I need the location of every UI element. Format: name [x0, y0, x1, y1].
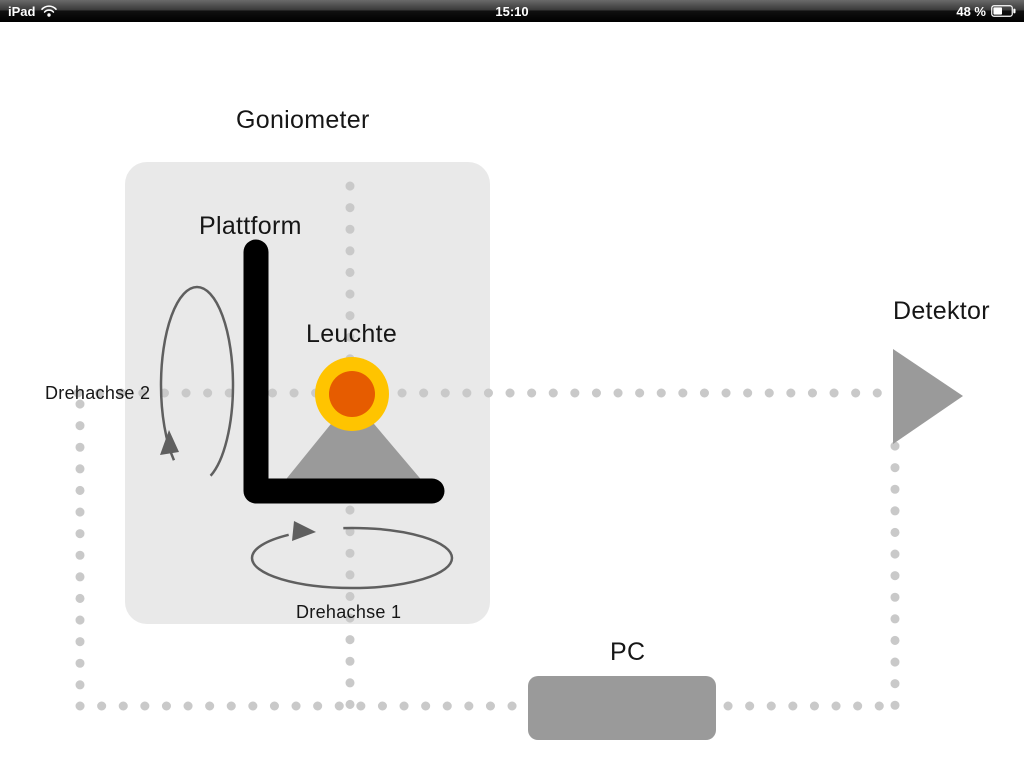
lamp-inner-bulb: [329, 371, 375, 417]
status-bar-right: 48 %: [956, 4, 1016, 19]
status-bar-left: iPad: [8, 4, 58, 19]
pc-shape: [528, 676, 716, 740]
detector-shape: [893, 349, 963, 444]
rotation-axis1-arrow: [250, 521, 454, 590]
axis1-ellipse: [250, 526, 454, 590]
rotation-axis2-arrow: [159, 285, 235, 485]
status-bar: iPad 15:10 48 %: [0, 0, 1024, 22]
drehachse1-label: Drehachse 1: [296, 602, 402, 622]
drehachse2-label: Drehachse 2: [45, 383, 151, 403]
lamp: [315, 357, 389, 431]
goniometer-box: [125, 162, 490, 624]
platform-arm: [243, 239, 445, 504]
leuchte-label: Leuchte: [306, 320, 398, 348]
battery-icon: [991, 5, 1016, 17]
detektor-label: Detektor: [893, 297, 990, 325]
plattform-label: Plattform: [199, 212, 302, 240]
wifi-icon: [41, 5, 58, 17]
battery-percent-label: 48 %: [956, 3, 986, 19]
device-name: iPad: [8, 3, 36, 19]
pc-label: PC: [610, 638, 646, 666]
axis1-arrowhead: [292, 521, 316, 541]
clock: 15:10: [495, 3, 529, 19]
axis2-ellipse: [159, 285, 235, 485]
lamp-stand-triangle: [283, 398, 424, 483]
goniometer-label: Goniometer: [236, 106, 370, 134]
axis2-arrowhead: [160, 430, 179, 455]
